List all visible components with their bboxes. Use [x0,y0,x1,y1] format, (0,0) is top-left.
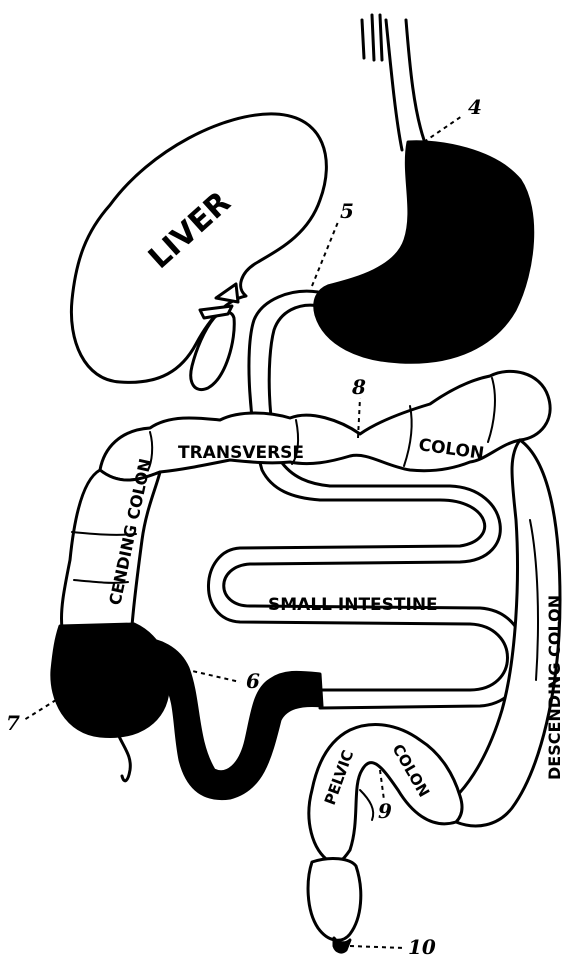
label-transverse: TRANSVERSE [178,443,304,463]
marker-7: 7 [6,700,56,735]
marker-4: 4 [424,95,482,142]
esophagus [362,15,424,150]
marker-7-number: 7 [6,711,20,735]
marker-8-number: 8 [351,375,366,399]
rectum [308,859,361,941]
marker-5: 5 [312,199,354,286]
label-small-intestine: SMALL INTESTINE [268,595,438,615]
label-descending-colon: DESCENDING COLON [545,595,564,780]
appendix [118,734,130,781]
descending-colon [440,440,560,826]
marker-10-number: 10 [408,935,436,959]
stomach [315,142,533,363]
marker-5-number: 5 [340,199,354,223]
marker-10: 10 [350,935,436,959]
transverse-colon [100,371,550,480]
marker-6-number: 6 [246,669,260,693]
marker-9-number: 9 [378,799,392,823]
duodenum-outer [249,291,320,500]
marker-4-number: 4 [468,95,482,119]
